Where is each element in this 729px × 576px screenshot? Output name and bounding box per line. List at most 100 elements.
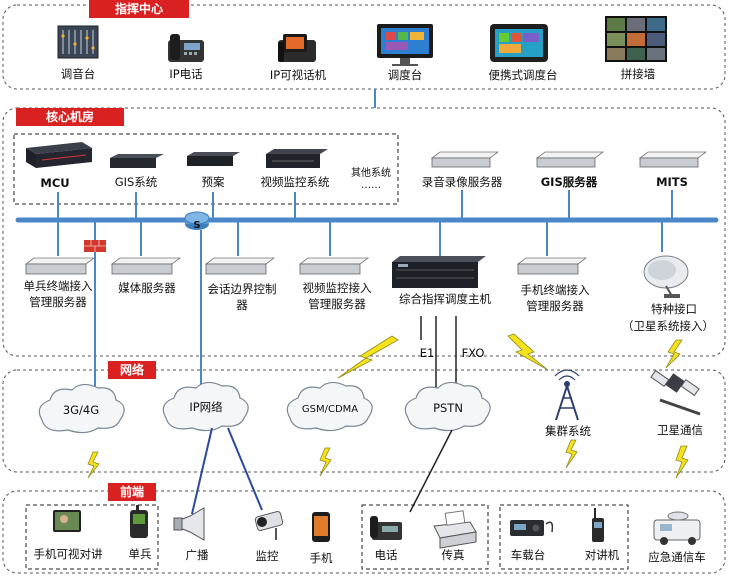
wireless-bolt-host-gsm [337,335,399,379]
gis-system-icon [110,154,164,168]
gsm-cdma-label: GSM/CDMA [302,404,358,415]
video-access-server-label-2: 管理服务器 [308,297,366,311]
mixer-icon [57,25,99,59]
mits-label: MITS [656,175,688,189]
other-systems-label: 其他系统 [351,166,391,179]
gis-system-label: GIS系统 [115,175,158,189]
link-ipnet-broadcast [191,427,213,515]
telephone-icon [370,516,402,540]
bus-downlinks [57,220,663,258]
video-intercom-phone-label: 手机可视对讲 [34,547,103,561]
network-zone [2,369,726,473]
svg-text:核心机房: 核心机房 [46,109,94,124]
video-monitoring-system-label: 视频监控系统 [261,175,330,189]
video-access-server-icon [298,257,370,275]
walkie-talkie-label: 对讲机 [585,548,620,562]
pstn-label: PSTN [433,401,463,415]
mits-server-icon [638,151,708,168]
soldier-group [25,504,159,570]
recording-server-label: 录音录像服务器 [422,175,503,189]
other-systems-ellipsis: …… [361,180,381,191]
gis-server-label: GIS服务器 [541,175,598,189]
media-server-label: 媒体服务器 [118,281,176,295]
emergency-vehicle-label: 应急通信车 [648,550,706,564]
mobile-terminal-server-icon [516,257,588,275]
mobile-terminal-server-label-1: 手机终端接入 [521,283,590,297]
firewall-icon [84,240,106,252]
portable-console-icon [490,24,548,62]
soldier-terminal-server-label-2: 管理服务器 [29,295,87,309]
mixer-label: 调音台 [61,67,96,81]
mobile-terminal-server-label-2: 管理服务器 [526,299,584,313]
special-interface-label-1: 特种接口 [651,302,697,316]
command-center-zone [2,4,726,90]
satellite-dish-icon [643,255,689,298]
core-systems-group [13,133,399,205]
broadcast-label: 广播 [186,548,209,562]
cloud-ip-network-icon [162,381,249,432]
ip-video-phone-icon [278,34,316,62]
video-wall-icon [605,16,667,62]
wireless-bolt-dish-satellite [665,339,683,369]
video-wall-label: 拼接墙 [621,67,656,81]
mobile-phone-icon [312,512,330,542]
section-label-command-center: 指挥中心 [89,0,189,18]
fxo-label: FXO [462,346,485,360]
media-server-icon [110,257,182,275]
cloud-gsm-cdma-icon [286,381,373,432]
session-border-controller-icon [204,257,276,275]
plan-label: 预案 [202,175,225,189]
mcu-icon [26,142,92,168]
telephone-label: 电话 [375,548,398,562]
core-room-zone [2,107,726,357]
video-intercom-phone-icon [53,510,81,532]
svg-text:指挥中心: 指挥中心 [115,1,163,16]
wireless-bolt-trunking-radio [565,439,578,469]
fax-label: 传真 [442,548,465,562]
satellite-icon [650,369,701,416]
surveillance-camera-icon [254,511,284,540]
soldier-terminal-server-icon [24,257,96,275]
cloud-pstn-icon [404,381,491,432]
video-access-server-label-1: 视频监控接入 [303,281,372,295]
broadcast-speaker-icon [173,507,205,541]
soldier-terminal-server-label-1: 单兵终端接入 [24,279,93,293]
section-label-network: 网络 [108,361,156,379]
switch-icon: S [184,211,210,231]
wireless-bolt-host-trunking [507,333,549,371]
plan-server-icon [187,152,240,166]
trunking-tower-icon [554,369,580,421]
wireless-bolt-satellite-vehicle [675,445,689,479]
ip-network-label: IP网络 [189,400,223,414]
session-border-controller-label-2: 器 [236,298,248,312]
link-ipnet-monitoring [227,427,263,511]
fax-machine-icon [433,510,477,549]
ip-phone-icon [168,34,204,62]
mcu-label: MCU [40,176,69,190]
mobile-phone-label: 手机 [310,551,333,565]
trunking-system-label: 集群系统 [545,424,591,438]
vehicle-radio-icon [510,520,554,536]
dispatch-console-label: 调度台 [388,68,423,82]
svg-text:前端: 前端 [120,484,144,499]
special-interface-label-2: （卫星系统接入） [622,319,714,333]
bus-uplinks-top [57,190,673,220]
portable-console-label: 便携式调度台 [489,68,558,82]
section-label-core-room: 核心机房 [16,108,124,126]
satellite-communication-label: 卫星通信 [657,423,703,437]
emergency-vehicle-icon [653,511,701,545]
e1-label: E1 [420,346,435,360]
walkie-talkie-icon [592,508,604,542]
pstn-terminal-group [361,504,489,570]
recording-server-icon [430,151,500,168]
wireless-bolt-3g4g-soldier [87,451,100,479]
vehicle-radio-label: 车载台 [511,548,546,562]
session-border-controller-label-1: 会话边界控制 [208,282,277,296]
soldier-label: 单兵 [129,547,152,561]
gis-server-icon [535,151,605,168]
wireless-bolt-gsm-phone [319,447,332,477]
svg-text:S: S [193,220,200,231]
svg-text:网络: 网络 [120,362,144,377]
dispatch-host-label: 综合指挥调度主机 [399,292,491,306]
